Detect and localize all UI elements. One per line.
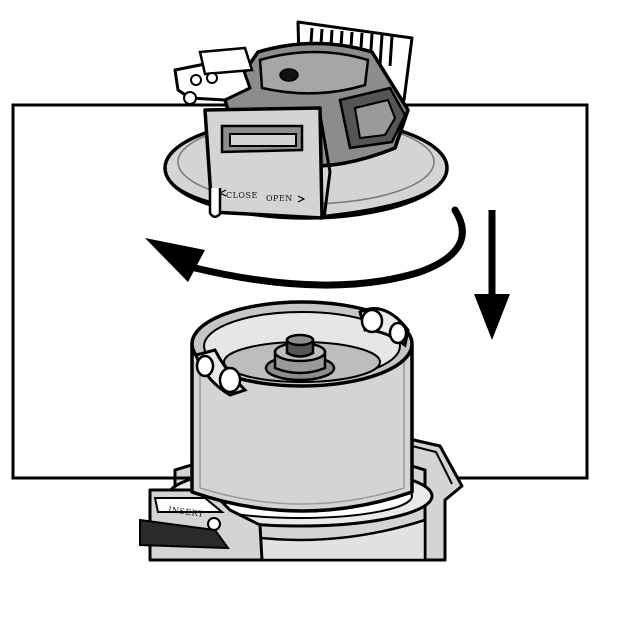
lid: CLOSE OPEN xyxy=(163,20,449,220)
open-label: OPEN xyxy=(266,194,293,203)
close-label: CLOSE xyxy=(226,191,258,200)
rotate-arrow-icon xyxy=(145,206,466,289)
canister xyxy=(190,300,414,513)
down-arrow-icon xyxy=(474,210,510,340)
